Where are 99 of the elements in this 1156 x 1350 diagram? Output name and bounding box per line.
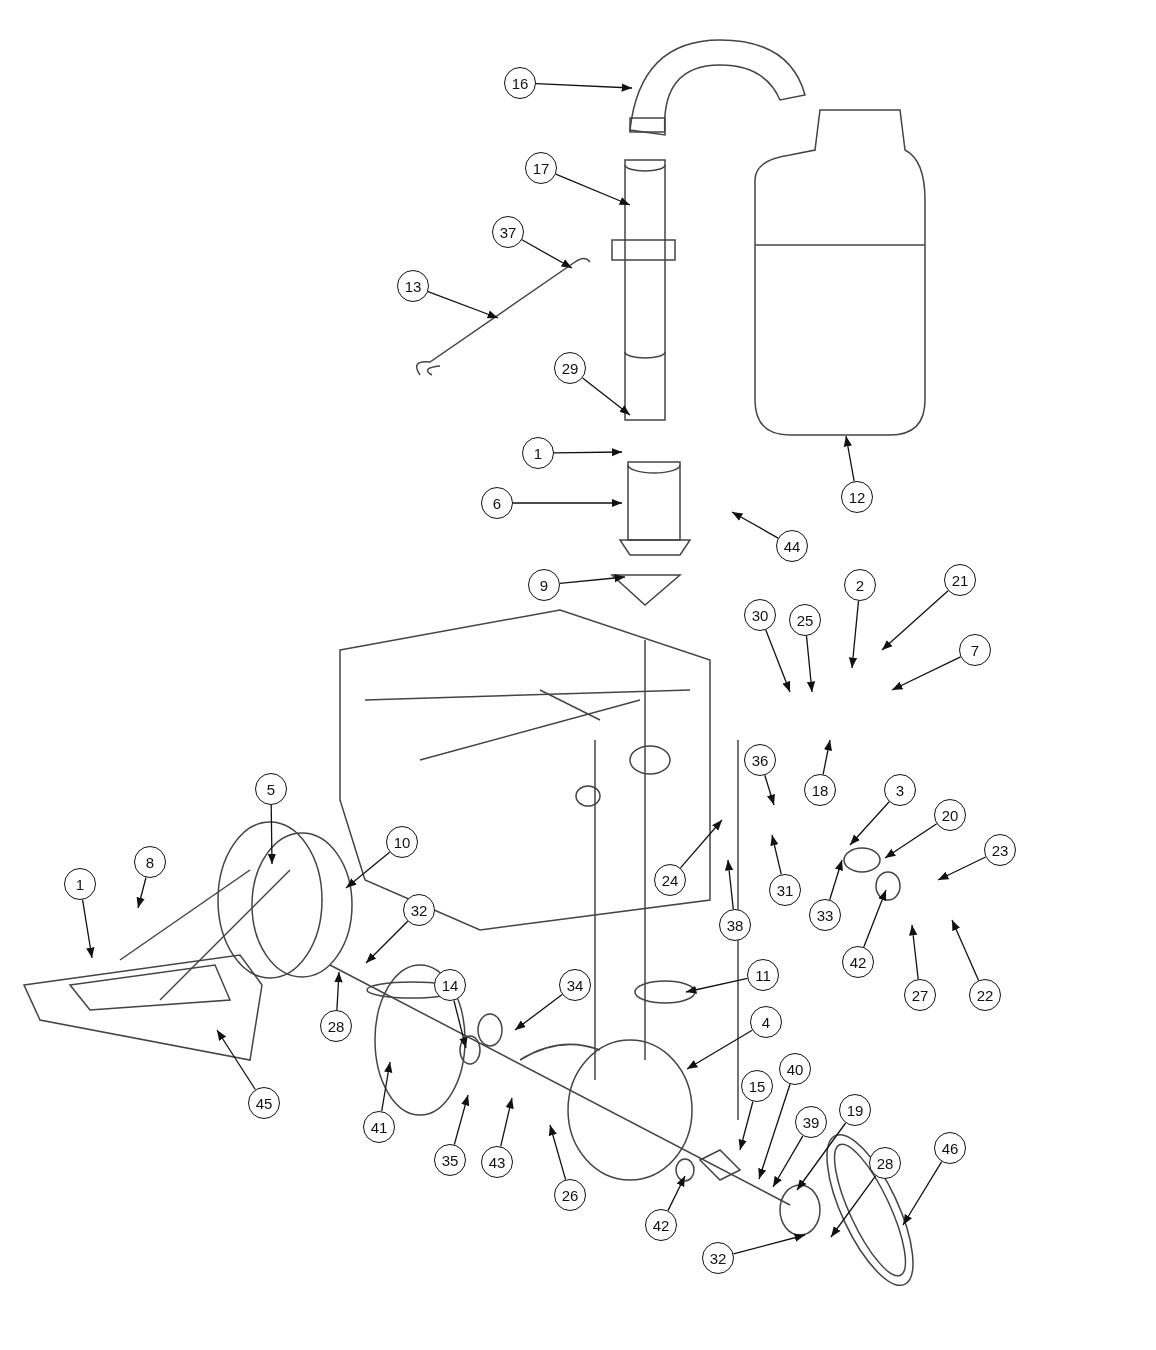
leader-line — [937, 856, 987, 881]
leader-line — [843, 435, 855, 482]
leader-line — [667, 1175, 686, 1212]
callout-number: 9 — [528, 569, 560, 601]
leader-line — [521, 239, 573, 269]
leader-line — [891, 656, 962, 691]
leader-line — [548, 1124, 567, 1181]
callout-number: 22 — [969, 979, 1001, 1011]
leader-line — [559, 573, 626, 585]
callout-number: 46 — [934, 1132, 966, 1164]
leader-line — [770, 834, 782, 876]
callout-number: 45 — [248, 1087, 280, 1119]
callout-number: 35 — [434, 1144, 466, 1176]
leader-line — [381, 1061, 393, 1112]
callout-number: 42 — [842, 946, 874, 978]
callout-number: 37 — [492, 216, 524, 248]
callout-number: 42 — [645, 1209, 677, 1241]
leader-line — [453, 999, 468, 1049]
leader-line — [581, 377, 631, 416]
leader-line — [951, 919, 980, 982]
leader-line — [334, 971, 343, 1011]
leader-line — [805, 635, 816, 693]
leader-line — [772, 1135, 804, 1188]
callout-number: 44 — [776, 530, 808, 562]
callout-number: 31 — [769, 874, 801, 906]
callout-number: 21 — [944, 564, 976, 596]
callout-number: 16 — [504, 67, 536, 99]
callout-number: 3 — [884, 774, 916, 806]
callout-number: 41 — [363, 1111, 395, 1143]
callout-number: 11 — [747, 959, 779, 991]
leader-line — [909, 924, 919, 980]
leader-line — [884, 823, 938, 859]
leader-line — [849, 801, 890, 846]
callout-number: 33 — [809, 899, 841, 931]
callout-number: 13 — [397, 270, 429, 302]
callout-number: 39 — [795, 1106, 827, 1138]
leader-line — [136, 876, 147, 909]
leader-line — [512, 498, 623, 508]
leader-line — [902, 1161, 943, 1226]
leader-line — [685, 977, 749, 994]
leader-line — [738, 1100, 754, 1151]
callout-number: 19 — [839, 1094, 871, 1126]
callout-number: 1 — [64, 868, 96, 900]
leader-line — [830, 1175, 877, 1238]
leader-line — [553, 447, 623, 457]
leader-line — [732, 1233, 806, 1255]
leader-line — [427, 290, 499, 319]
callout-number: 36 — [744, 744, 776, 776]
leader-line — [81, 899, 95, 959]
leader-line — [881, 590, 949, 651]
callout-number: 43 — [481, 1146, 513, 1178]
leader-line — [731, 511, 779, 539]
leader-line — [863, 889, 887, 948]
callout-number: 14 — [434, 969, 466, 1001]
callout-number: 27 — [904, 979, 936, 1011]
callout-number: 38 — [719, 909, 751, 941]
callout-number: 40 — [779, 1053, 811, 1085]
callout-number: 1 — [522, 437, 554, 469]
callout-number: 18 — [804, 774, 836, 806]
leader-line — [365, 920, 409, 964]
callout-number: 2 — [844, 569, 876, 601]
callout-number: 6 — [481, 487, 513, 519]
callout-number: 17 — [525, 152, 557, 184]
leader-line — [765, 629, 791, 693]
leader-line — [345, 851, 391, 889]
callout-number: 23 — [984, 834, 1016, 866]
leader-line — [796, 1122, 847, 1191]
callout-number: 5 — [255, 773, 287, 805]
callout-number: 4 — [750, 1006, 782, 1038]
leader-line — [679, 819, 723, 869]
leader-line — [725, 859, 734, 910]
leader-line — [764, 774, 775, 806]
callout-number: 7 — [959, 634, 991, 666]
callout-number: 28 — [869, 1147, 901, 1179]
leader-line — [216, 1029, 256, 1091]
leader-line — [535, 83, 633, 92]
leader-line — [453, 1094, 470, 1146]
callout-number: 32 — [403, 894, 435, 926]
callout-number: 25 — [789, 604, 821, 636]
leader-line — [758, 1083, 791, 1180]
callout-number: 30 — [744, 599, 776, 631]
callout-number: 10 — [386, 826, 418, 858]
callout-number: 24 — [654, 864, 686, 896]
callout-number: 32 — [702, 1242, 734, 1274]
callout-number: 26 — [554, 1179, 586, 1211]
callout-number: 12 — [841, 481, 873, 513]
leader-line — [555, 173, 631, 206]
leader-line — [822, 739, 833, 775]
leader-line — [848, 600, 860, 669]
callout-number: 28 — [320, 1010, 352, 1042]
callout-number: 20 — [934, 799, 966, 831]
callout-number: 34 — [559, 969, 591, 1001]
leader-line — [500, 1097, 514, 1148]
leader-line — [829, 859, 843, 901]
leader-line — [514, 993, 563, 1031]
leader-line — [686, 1029, 753, 1070]
callout-number: 8 — [134, 846, 166, 878]
callout-number: 15 — [741, 1070, 773, 1102]
callout-number: 29 — [554, 352, 586, 384]
